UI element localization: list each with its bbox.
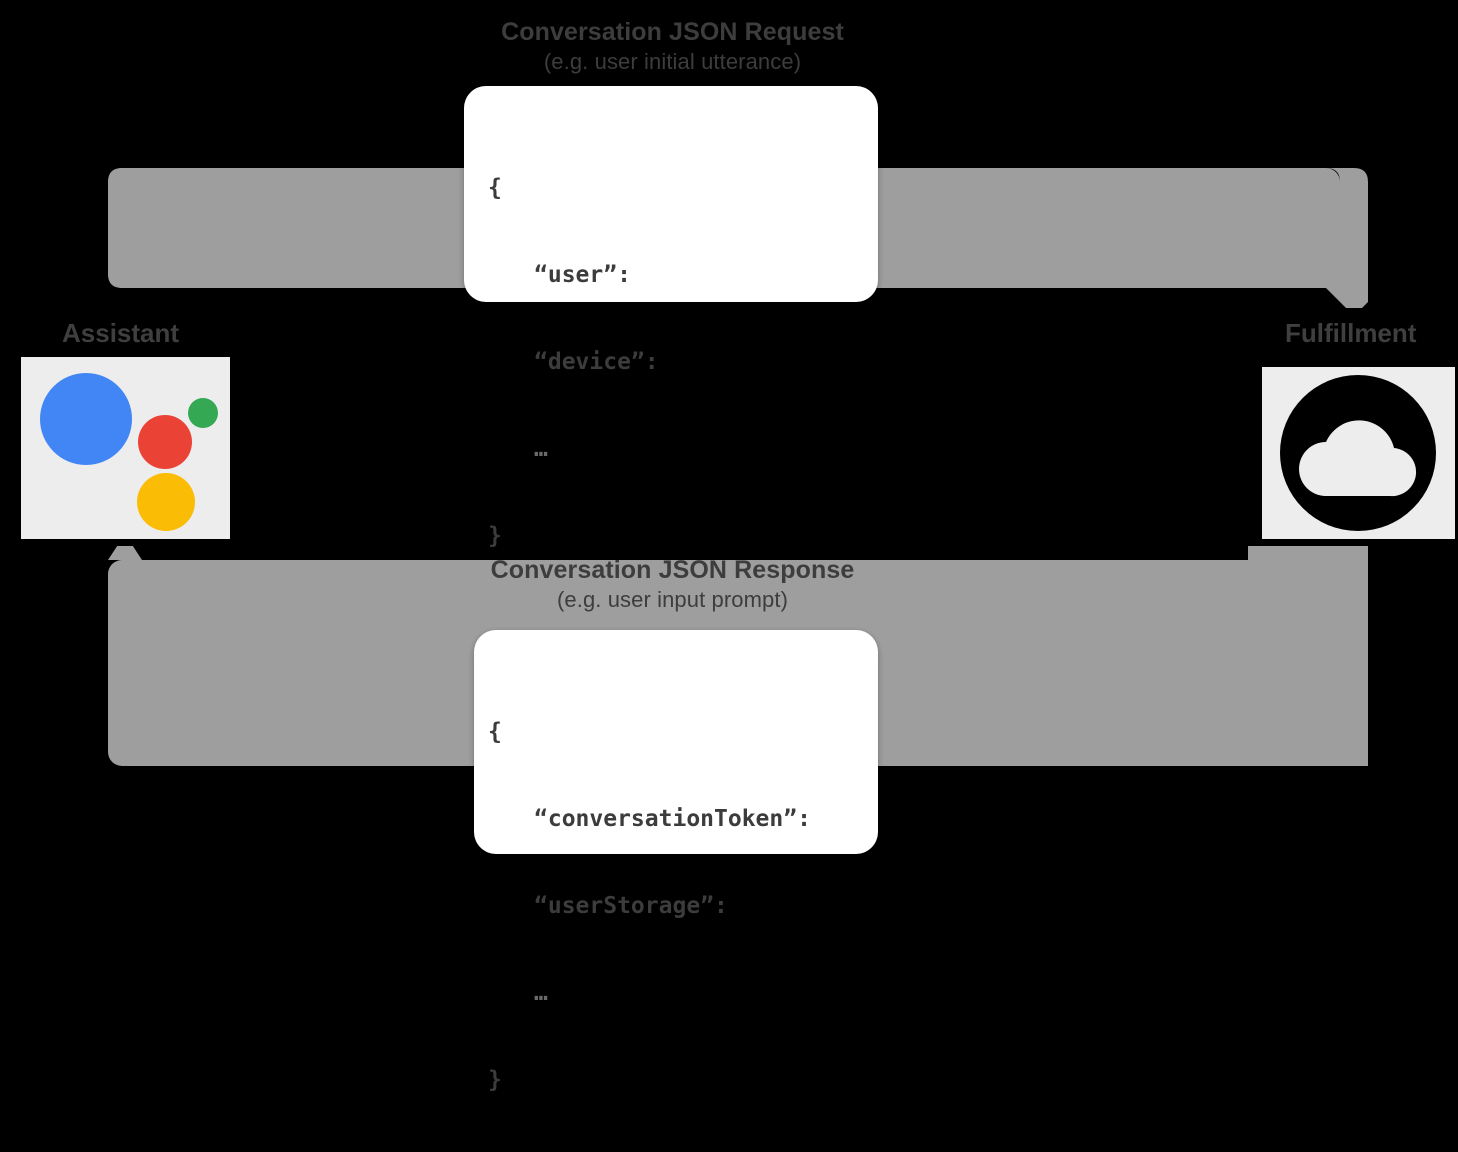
request-json-line-2: “device”: (534, 348, 659, 375)
fulfillment-node-label: Fulfillment (1285, 318, 1417, 348)
response-json-line-1: “conversationToken”: (534, 805, 811, 832)
request-json-close: } (488, 522, 502, 549)
response-json-ellipsis: … (534, 979, 549, 1006)
request-flow-title: Conversation JSON Request (501, 18, 844, 46)
request-flow-label: Conversation JSON Request (e.g. user ini… (0, 18, 1345, 75)
fulfillment-node[interactable] (1262, 367, 1455, 539)
request-flow-subtitle: (e.g. user initial utterance) (543, 49, 802, 74)
assistant-node[interactable] (21, 357, 230, 539)
response-json-code: { “conversationToken”: “userStorage”: … … (474, 660, 878, 1152)
request-json-ellipsis: … (534, 435, 549, 462)
response-json-open: { (488, 718, 502, 745)
response-json-close: } (488, 1066, 502, 1093)
request-json-open: { (488, 174, 502, 201)
request-json-code: { “user”: “device”: … } (464, 116, 878, 608)
request-json-card: { “user”: “device”: … } (464, 86, 878, 549)
response-json-card: { “conversationToken”: “userStorage”: … … (474, 630, 878, 1093)
response-json-line-2: “userStorage”: (534, 892, 728, 919)
google-assistant-icon (40, 373, 218, 531)
diagram-canvas: Conversation JSON Request (e.g. user ini… (0, 18, 1455, 1093)
assistant-node-label: Assistant (62, 318, 180, 348)
cloud-icon (1280, 375, 1436, 531)
request-json-line-1: “user”: (534, 261, 631, 288)
